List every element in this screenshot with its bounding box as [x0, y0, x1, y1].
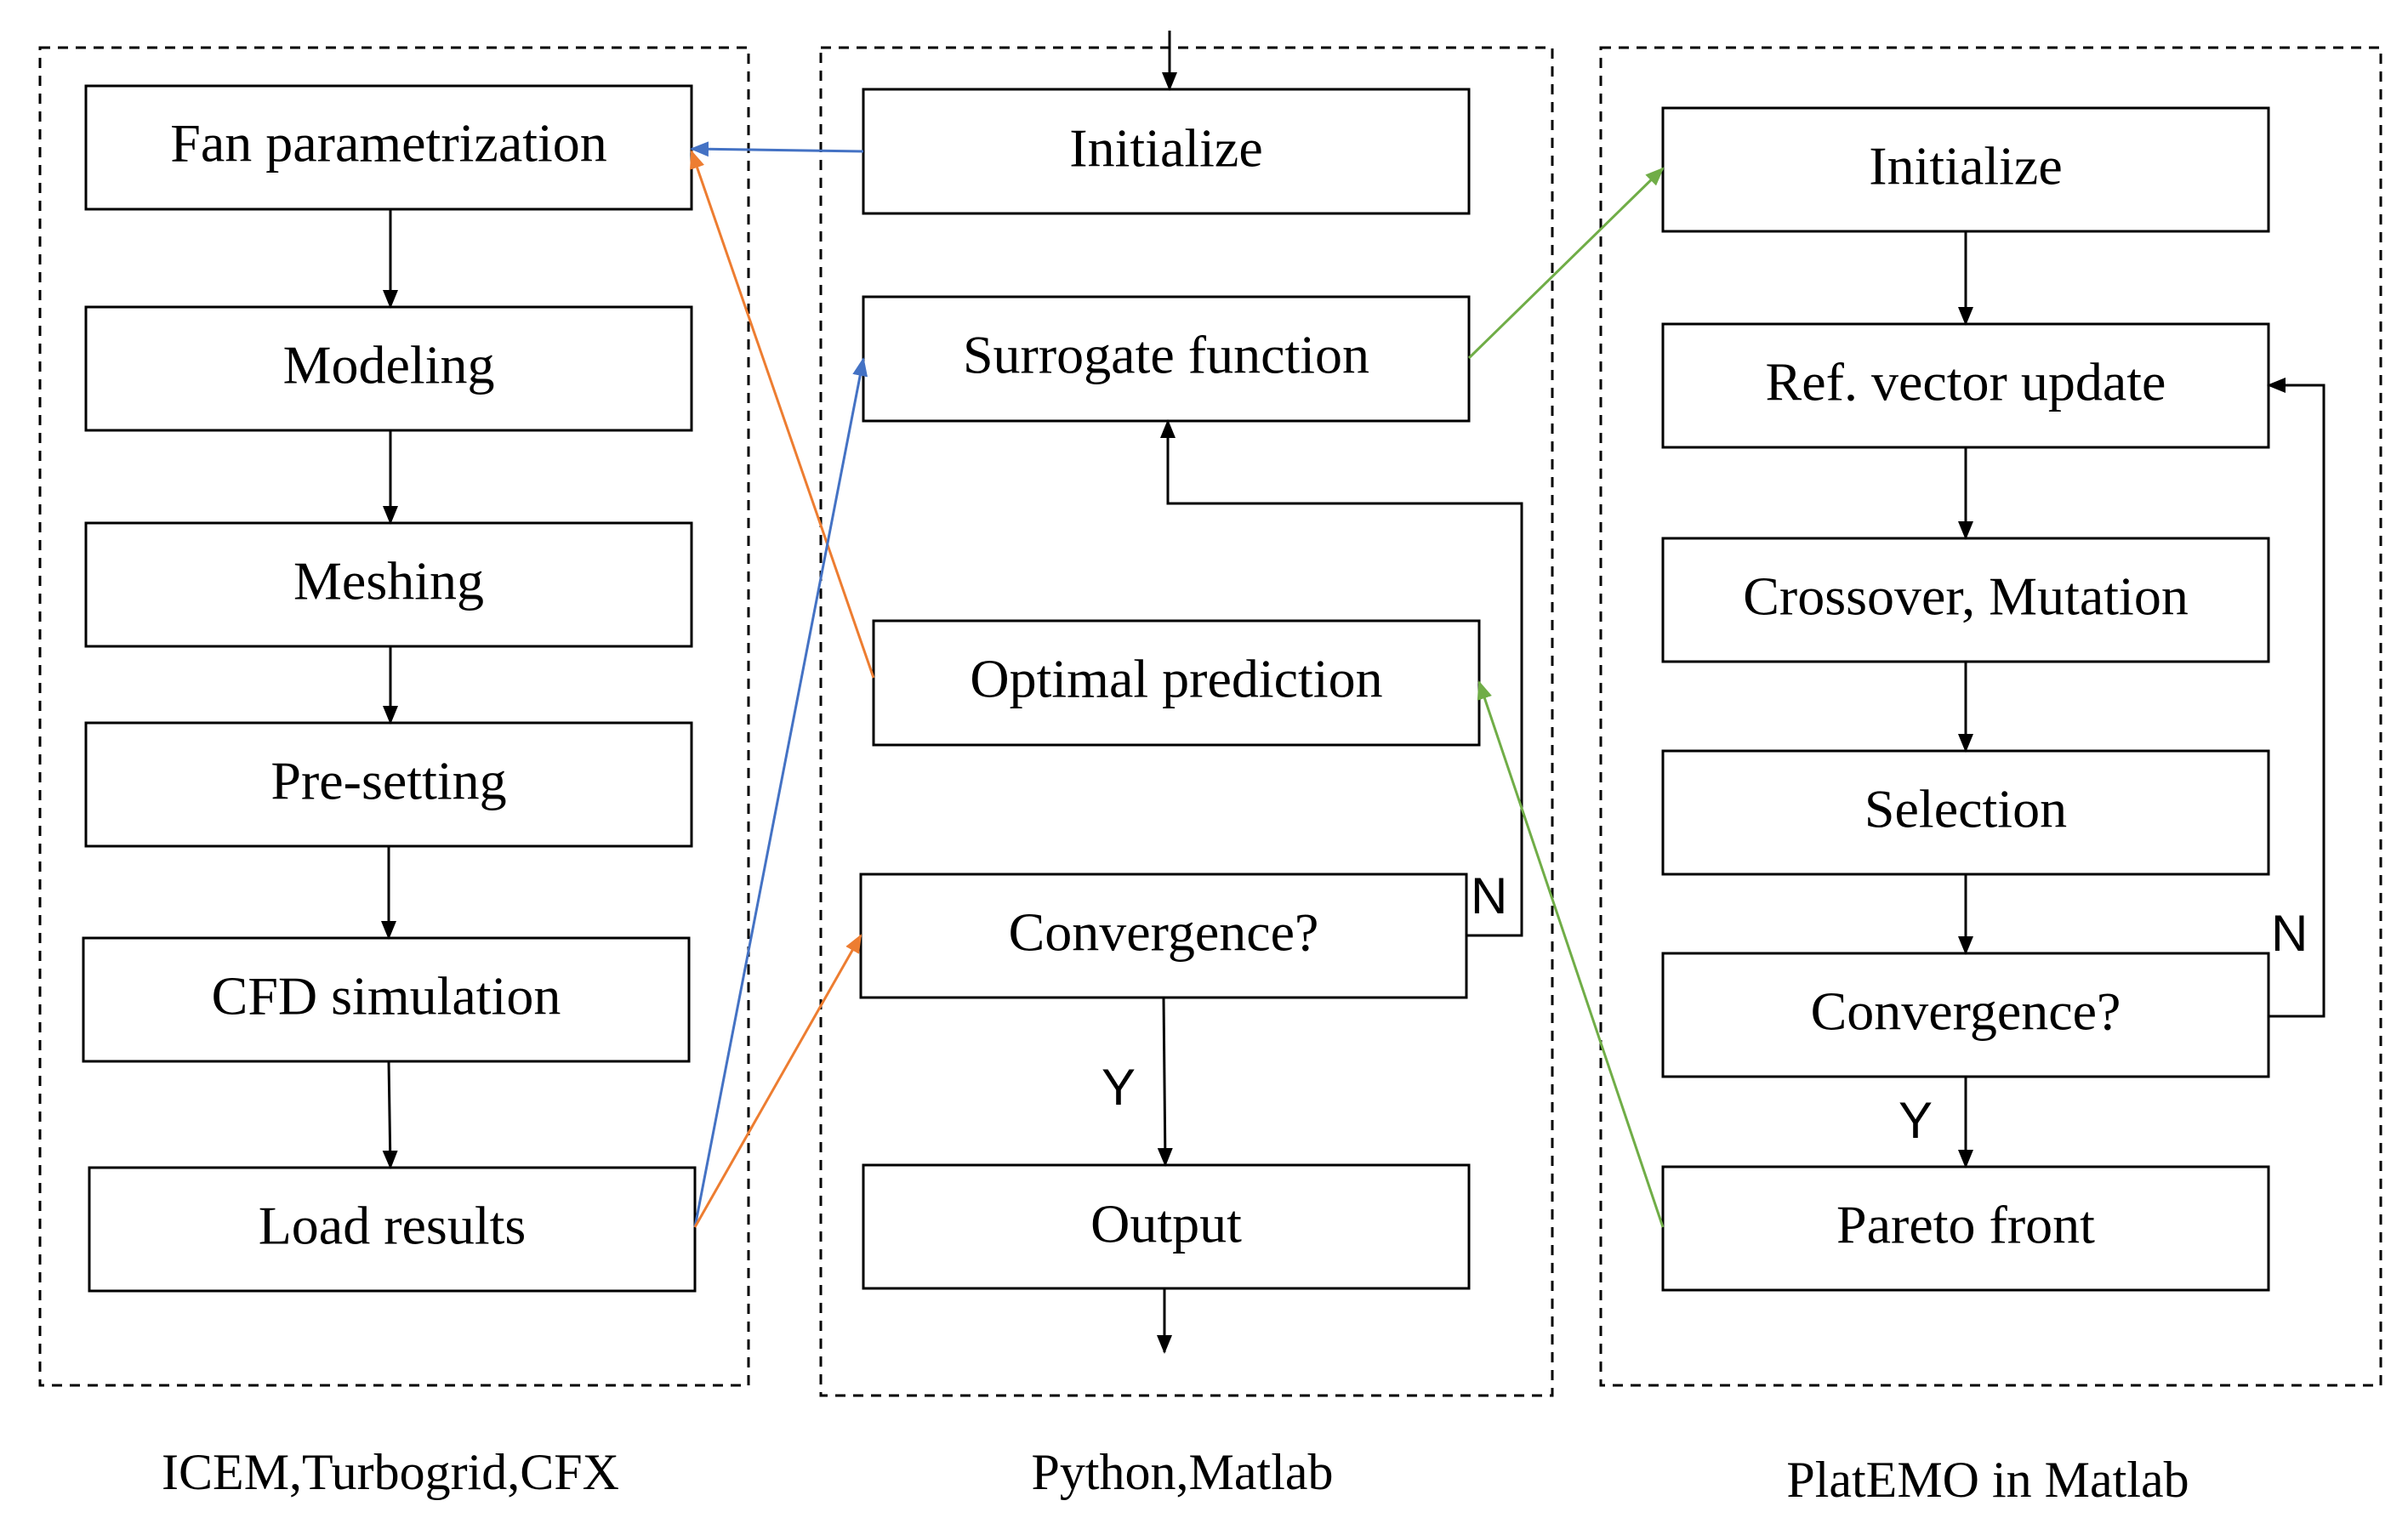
- right-branch-yes-label: Y: [1899, 1092, 1933, 1149]
- step-surrogate-function: Surrogate function: [862, 295, 1471, 423]
- caption-middle: Python,Matlab: [1032, 1444, 1334, 1500]
- step-output: Output: [862, 1163, 1471, 1290]
- step-fan-parametrization: Fan parametrization: [84, 84, 693, 211]
- arrow-mid-yes: [1157, 997, 1173, 1167]
- step-ref-vector-update: Ref. vector update: [1661, 322, 2270, 449]
- step-modeling: Modeling: [84, 305, 693, 432]
- step-crossover-mutation-label: Crossover, Mutation: [1743, 566, 2189, 627]
- caption-left: ICEM,Turbogrid,CFX: [162, 1444, 619, 1500]
- step-mid-convergence: Convergence?: [859, 873, 1468, 999]
- step-mid-initialize: Initialize: [862, 88, 1471, 215]
- group-frame-middle: [819, 46, 1554, 1397]
- step-cfd-simulation: CFD simulation: [82, 936, 691, 1063]
- group-frame-left: [38, 46, 750, 1387]
- step-modeling-label: Modeling: [283, 335, 495, 395]
- step-mid-convergence-label: Convergence?: [1009, 902, 1319, 963]
- mid-branch-no-label: N: [1471, 867, 1507, 924]
- step-right-convergence: Convergence?: [1661, 952, 2270, 1078]
- step-pre-setting: Pre-setting: [84, 721, 693, 848]
- mid-branch-yes-label: Y: [1102, 1059, 1136, 1116]
- step-optimal-prediction: Optimal prediction: [872, 619, 1481, 747]
- link-pareto-to-optimal: [1477, 680, 1665, 1228]
- step-selection: Selection: [1661, 749, 2270, 876]
- step-load-results: Load results: [88, 1166, 697, 1293]
- link-load-results-to-surrogate: [693, 357, 868, 1228]
- step-pareto-front: Pareto front: [1661, 1165, 2270, 1292]
- step-load-results-label: Load results: [259, 1196, 527, 1256]
- step-cfd-simulation-label: CFD simulation: [212, 966, 561, 1026]
- step-meshing-label: Meshing: [293, 551, 484, 611]
- link-surrogate-to-platemo-init: [1467, 167, 1665, 360]
- step-surrogate-function-label: Surrogate function: [963, 325, 1369, 385]
- step-fan-parametrization-label: Fan parametrization: [170, 113, 607, 173]
- step-optimal-prediction-label: Optimal prediction: [970, 649, 1382, 709]
- step-crossover-mutation: Crossover, Mutation: [1661, 537, 2270, 663]
- arrow-cfd-to-load: [382, 1060, 398, 1169]
- step-mid-initialize-label: Initialize: [1069, 118, 1262, 179]
- arrow-mid-no-loop: [1160, 419, 1523, 937]
- step-pre-setting-label: Pre-setting: [270, 751, 506, 811]
- step-right-initialize-label: Initialize: [1869, 136, 2062, 196]
- right-branch-no-label: N: [2271, 905, 2308, 962]
- link-optimal-to-fan-parametrization: [690, 150, 875, 679]
- arrow-r-no-loop: [2267, 378, 2325, 1018]
- step-right-initialize: Initialize: [1661, 106, 2270, 233]
- step-right-convergence-label: Convergence?: [1811, 981, 2121, 1042]
- step-output-label: Output: [1090, 1194, 1242, 1254]
- step-meshing: Meshing: [84, 521, 693, 648]
- step-selection-label: Selection: [1864, 779, 2067, 839]
- link-init-to-fan-parametrization: [690, 141, 864, 157]
- step-ref-vector-update-label: Ref. vector update: [1766, 352, 2166, 412]
- step-pareto-front-label: Pareto front: [1836, 1195, 2095, 1255]
- link-load-results-to-convergence: [693, 934, 862, 1228]
- group-frame-right: [1599, 46, 2382, 1387]
- caption-right: PlatEMO in Matlab: [1786, 1452, 2189, 1508]
